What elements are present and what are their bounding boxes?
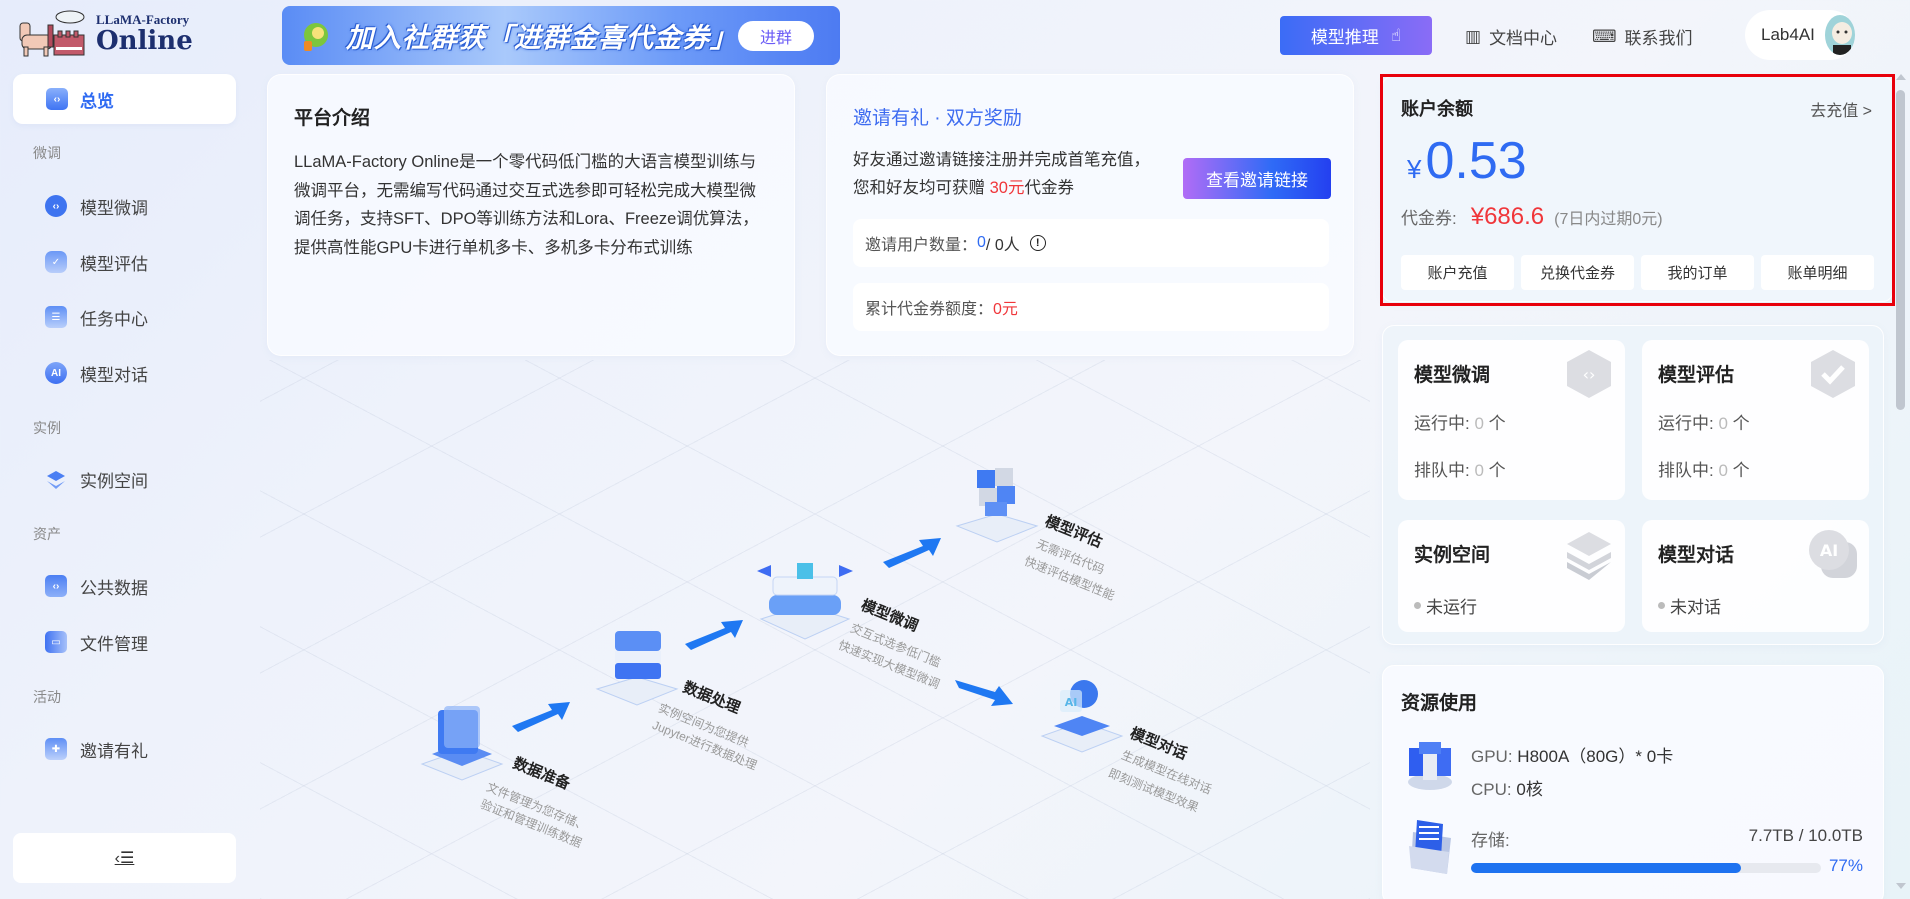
nav-group-assets: 资产 [33, 526, 61, 542]
svg-text:AI: AI [1065, 696, 1078, 709]
sidebar-item-invite[interactable]: ✚ 邀请有礼 [45, 734, 148, 764]
task-list-icon: ☰ [45, 306, 67, 328]
sidebar-item-instance-space[interactable]: 实例空间 [45, 464, 148, 494]
bill-details-button[interactable]: 账单明细 [1761, 255, 1874, 290]
intro-body: LLaMA-Factory Online是一个零代码低门槛的大语言模型训练与微调… [294, 153, 759, 257]
ai-chat-icon: AI [1809, 530, 1857, 578]
storage-folder-icon [1409, 820, 1451, 874]
redeem-voucher-button[interactable]: 兑换代金券 [1521, 255, 1634, 290]
data-folder-icon: ‹› [45, 575, 67, 597]
finetune-status-card[interactable]: ‹› 模型微调 运行中: 0 个 排队中: 0 个 [1398, 340, 1625, 500]
gpu-usage: GPU: H800A（80G）* 0卡 [1471, 747, 1674, 766]
join-group-button[interactable]: 进群 [738, 20, 814, 51]
info-icon[interactable]: ! [1029, 235, 1046, 251]
svg-text:AI: AI [1820, 541, 1838, 560]
file-icon: ▭ [45, 631, 67, 653]
llama-factory-logo-icon [12, 9, 90, 57]
megaphone-icon [296, 17, 334, 55]
storage-progress-bar [1471, 863, 1821, 873]
instance-status-card[interactable]: 实例空间 未运行 [1398, 520, 1625, 632]
sidebar-item-model-eval[interactable]: ✓ 模型评估 [45, 247, 148, 277]
model-chat-ai-icon: AI [1040, 680, 1124, 753]
flow-arrow-icon [685, 620, 743, 650]
chat-state: 未对话 [1658, 593, 1853, 618]
my-orders-button[interactable]: 我的订单 [1641, 255, 1754, 290]
brand-line1: LLaMA-Factory [96, 11, 190, 27]
logo[interactable]: LLaMA-Factory Online [12, 8, 202, 58]
invite-description: 好友通过邀请链接注册并完成首笔充值，您和好友均可获赠 30元代金券 [853, 151, 1150, 197]
nav-group-instance: 实例 [33, 420, 61, 436]
storage-value: 7.7TB / 10.0TB [1748, 826, 1863, 845]
balance-title: 账户余额 [1401, 99, 1473, 119]
voucher-balance: 代金券: ¥686.6 (7日内过期0元) [1401, 203, 1663, 230]
layers-icon [1567, 532, 1611, 580]
balance-amount: ¥ 0.53 [1407, 132, 1527, 190]
banner-text: 加入社群获「进群金喜代金券」 [346, 23, 738, 53]
storage-percent: 77% [1828, 856, 1863, 875]
flow-arrow-icon [512, 702, 570, 732]
model-finetune-icon [757, 563, 853, 640]
nav-group-activity: 活动 [33, 689, 61, 705]
user-menu[interactable]: Lab4AI [1745, 10, 1855, 60]
sidebar: LLaMA-Factory Online ‹› 总览 微调 ‹› 模型微调 ✓ … [0, 0, 250, 899]
check-shield-icon: ✓ [45, 251, 67, 273]
scrollbar[interactable] [1894, 60, 1908, 899]
scrollbar-thumb[interactable] [1896, 90, 1905, 410]
gift-icon: ✚ [45, 738, 67, 760]
scroll-down-arrow[interactable] [1896, 883, 1906, 889]
data-processing-server-icon [595, 631, 679, 706]
nav-group-finetune: 微调 [33, 145, 61, 161]
sidebar-item-overview[interactable]: ‹› 总览 [13, 74, 236, 124]
sidebar-item-model-chat[interactable]: AI 模型对话 [45, 358, 148, 388]
account-recharge-button[interactable]: 账户充值 [1401, 255, 1514, 290]
platform-intro-card: 平台介绍 LLaMA-Factory Online是一个零代码低门槛的大语言模型… [267, 74, 795, 356]
sidebar-item-model-finetune[interactable]: ‹› 模型微调 [45, 191, 148, 221]
code-hexagon-icon: ‹› [45, 195, 67, 217]
sidebar-item-task-center[interactable]: ☰ 任务中心 [45, 302, 148, 332]
svg-text:‹›: ‹› [1583, 365, 1596, 384]
contact-us-link[interactable]: ⌨ 联系我们 [1592, 26, 1693, 49]
view-invite-link-button[interactable]: 查看邀请链接 [1183, 158, 1331, 199]
status-panel: ‹› 模型微调 运行中: 0 个 排队中: 0 个 模型评估 运行中: 0 个 … [1382, 325, 1884, 645]
code-hexagon-icon: ‹› [1567, 350, 1611, 398]
account-balance-card: 账户余额 去充值 > ¥ 0.53 代金券: ¥686.6 (7日内过期0元) … [1382, 76, 1893, 302]
resource-title: 资源使用 [1401, 693, 1478, 714]
ai-chat-icon: AI [45, 362, 67, 384]
invited-users-row: 邀请用户数量：0/ 0人 ! [853, 219, 1329, 267]
pointer-hand-icon: ☝ [1390, 25, 1402, 45]
instance-state: 未运行 [1414, 593, 1609, 618]
book-icon: ▥ [1465, 26, 1482, 46]
eval-status-card[interactable]: 模型评估 运行中: 0 个 排队中: 0 个 [1642, 340, 1869, 500]
resource-usage-card: 资源使用 GPU: H800A（80G）* 0卡 CPU: 0核 存储: 7.7… [1382, 665, 1884, 899]
sidebar-item-label: 总览 [80, 91, 114, 111]
invite-title: 邀请有礼 · 双方奖励 [853, 108, 1022, 129]
community-banner[interactable]: 加入社群获「进群金喜代金券」 进群 [282, 6, 840, 65]
chat-status-card[interactable]: AI 模型对话 未对话 [1642, 520, 1869, 632]
go-recharge-link[interactable]: 去充值 > [1810, 103, 1872, 120]
docs-center-link[interactable]: ▥ 文档中心 [1465, 26, 1558, 49]
invite-card: 邀请有礼 · 双方奖励 好友通过邀请链接注册并完成首笔充值，您和好友均可获赠 3… [826, 74, 1354, 356]
flow-arrow-icon [883, 538, 941, 568]
check-shield-icon [1811, 350, 1855, 398]
chat-icon: ⌨ [1592, 26, 1617, 46]
collapse-sidebar-button[interactable]: ‹☰ [13, 833, 236, 883]
sidebar-item-file-management[interactable]: ▭ 文件管理 [45, 627, 148, 657]
data-prep-folder-icon [420, 706, 504, 781]
server-cluster-icon [1408, 742, 1452, 790]
username: Lab4AI [1761, 25, 1815, 44]
cpu-usage: CPU: 0核 [1471, 780, 1543, 799]
brand-line2: Online [96, 25, 193, 56]
voucher-total-row: 累计代金券额度：0元 [853, 283, 1329, 331]
flow-arrow-down-icon [955, 680, 1013, 706]
scroll-up-arrow[interactable] [1896, 74, 1906, 80]
model-inference-button[interactable]: 模型推理 ☝ [1280, 16, 1432, 55]
storage-label: 存储: [1471, 831, 1510, 850]
collapse-menu-icon: ‹☰ [114, 850, 135, 867]
model-eval-cubes-icon [955, 468, 1039, 543]
layers-icon [45, 468, 67, 490]
overview-icon: ‹› [46, 88, 68, 110]
sidebar-item-public-data[interactable]: ‹› 公共数据 [45, 571, 148, 601]
avatar [1824, 15, 1855, 55]
intro-title: 平台介绍 [294, 108, 371, 129]
